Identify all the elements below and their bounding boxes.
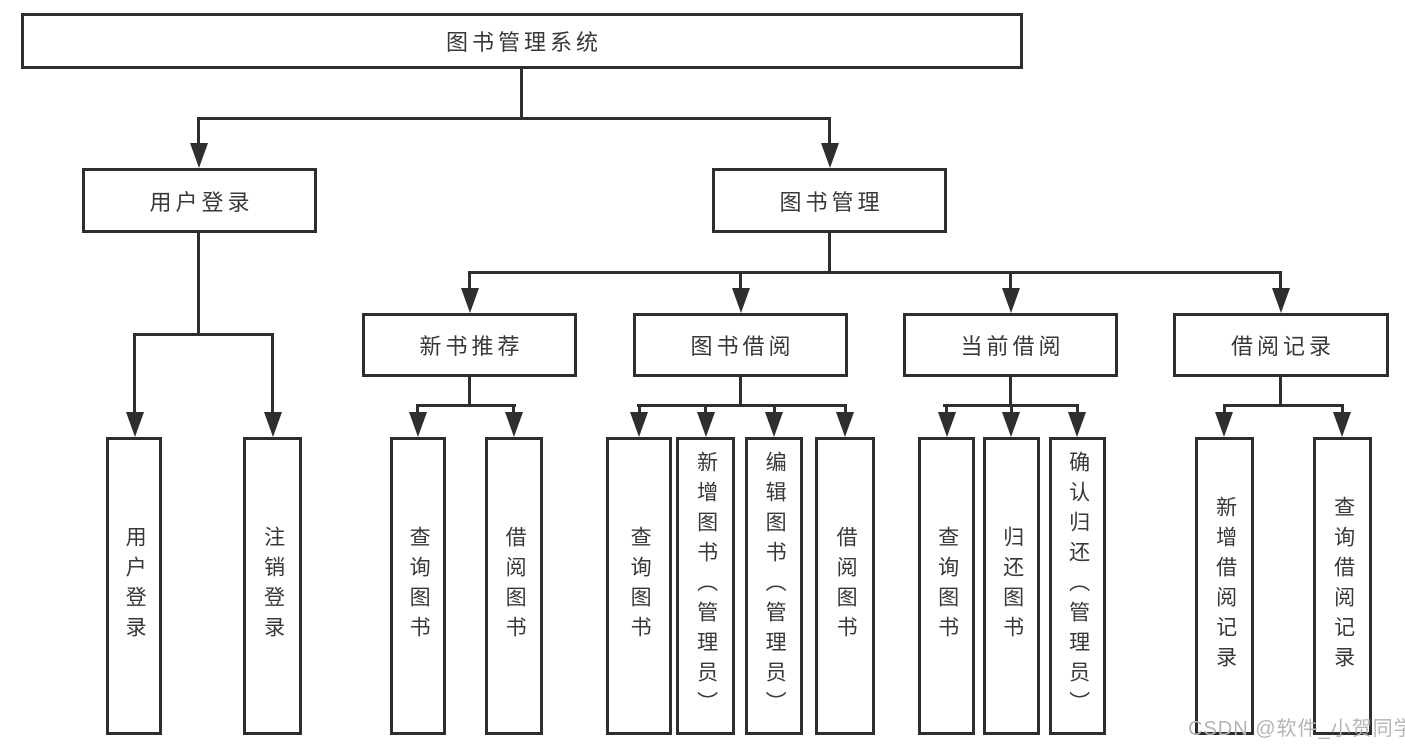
connector-drop-leaf: [773, 404, 776, 414]
csdn-watermark: CSDN @软件_小贺同学: [1188, 718, 1405, 740]
arrowhead-logout-leaf: [264, 412, 282, 437]
arrowhead-login-leaf: [126, 412, 144, 437]
arrowhead-leaf: [1333, 412, 1351, 437]
connector-drop-book-management: [828, 117, 831, 147]
node-current-borrow: 当前借阅: [903, 313, 1118, 377]
arrowhead-leaf: [505, 412, 523, 437]
node-user-login: 用户登录: [82, 168, 317, 233]
arrowhead-leaf: [630, 412, 648, 437]
connector-root-stub: [520, 69, 523, 120]
connector-user-login-rail: [133, 333, 274, 336]
connector-borrow-record-stub: [1279, 377, 1282, 406]
arrowhead-user-login: [190, 143, 208, 168]
connector-drop-leaf: [638, 404, 641, 414]
connector-drop-leaf: [1341, 404, 1344, 414]
connector-book-management-stub: [828, 233, 831, 273]
connector-drop-current-borrow: [1009, 271, 1012, 292]
leaf-query-books-current: 查询图书: [918, 437, 975, 735]
connector-level2-rail: [197, 117, 831, 120]
connector-drop-leaf: [1010, 404, 1013, 414]
arrowhead-leaf: [1215, 412, 1233, 437]
arrowhead-book-borrow: [732, 288, 750, 313]
connector-new-book-rail: [416, 404, 516, 407]
leaf-add-borrow-record: 新增借阅记录: [1195, 437, 1254, 735]
connector-drop-user-login: [197, 117, 200, 147]
node-book-borrow: 图书借阅: [633, 313, 848, 377]
arrowhead-borrow-record: [1272, 288, 1290, 313]
connector-user-login-stub: [197, 233, 200, 336]
arrowhead-leaf: [836, 412, 854, 437]
leaf-query-borrow-record: 查询借阅记录: [1313, 437, 1372, 735]
connector-drop-new-book: [468, 271, 471, 292]
connector-drop-book-borrow: [739, 271, 742, 292]
arrowhead-current-borrow: [1002, 288, 1020, 313]
connector-drop-login-leaf: [133, 333, 136, 415]
connector-new-book-stub: [468, 377, 471, 406]
connector-drop-leaf: [512, 404, 515, 414]
connector-level3-rail: [468, 271, 1282, 274]
connector-current-borrow-stub: [1009, 377, 1012, 406]
connector-drop-leaf: [844, 404, 847, 414]
node-library-management-system: 图书管理系统: [21, 13, 1023, 69]
leaf-logout: 注销登录: [243, 437, 302, 735]
arrowhead-leaf: [1068, 412, 1086, 437]
leaf-add-books-admin: 新增图书（管理员）: [676, 437, 735, 735]
arrowhead-leaf: [765, 412, 783, 437]
node-book-management: 图书管理: [712, 168, 947, 233]
connector-drop-leaf: [704, 404, 707, 414]
arrowhead-new-book: [461, 288, 479, 313]
leaf-edit-books-admin: 编辑图书（管理员）: [745, 437, 803, 735]
leaf-query-books-borrow: 查询图书: [606, 437, 672, 735]
connector-drop-leaf: [1223, 404, 1226, 414]
connector-book-borrow-stub: [739, 377, 742, 406]
arrowhead-leaf: [938, 412, 956, 437]
arrowhead-leaf: [1002, 412, 1020, 437]
connector-drop-logout-leaf: [271, 333, 274, 415]
connector-borrow-record-rail: [1223, 404, 1344, 407]
arrowhead-leaf: [409, 412, 427, 437]
arrowhead-book-management: [821, 143, 839, 168]
leaf-borrow-books-recommend: 借阅图书: [485, 437, 543, 735]
leaf-borrow-books: 借阅图书: [815, 437, 875, 735]
arrowhead-leaf: [697, 412, 715, 437]
leaf-return-books: 归还图书: [983, 437, 1040, 735]
connector-drop-leaf: [945, 404, 948, 414]
connector-drop-borrow-record: [1279, 271, 1282, 292]
leaf-query-books-recommend: 查询图书: [390, 437, 446, 735]
node-borrow-record: 借阅记录: [1173, 313, 1389, 377]
connector-book-borrow-rail: [637, 404, 847, 407]
connector-drop-leaf: [416, 404, 419, 414]
leaf-user-login: 用户登录: [106, 437, 162, 735]
node-new-book-recommend: 新书推荐: [362, 313, 577, 377]
connector-drop-leaf: [1076, 404, 1079, 414]
leaf-confirm-return-admin: 确认归还（管理员）: [1049, 437, 1106, 735]
